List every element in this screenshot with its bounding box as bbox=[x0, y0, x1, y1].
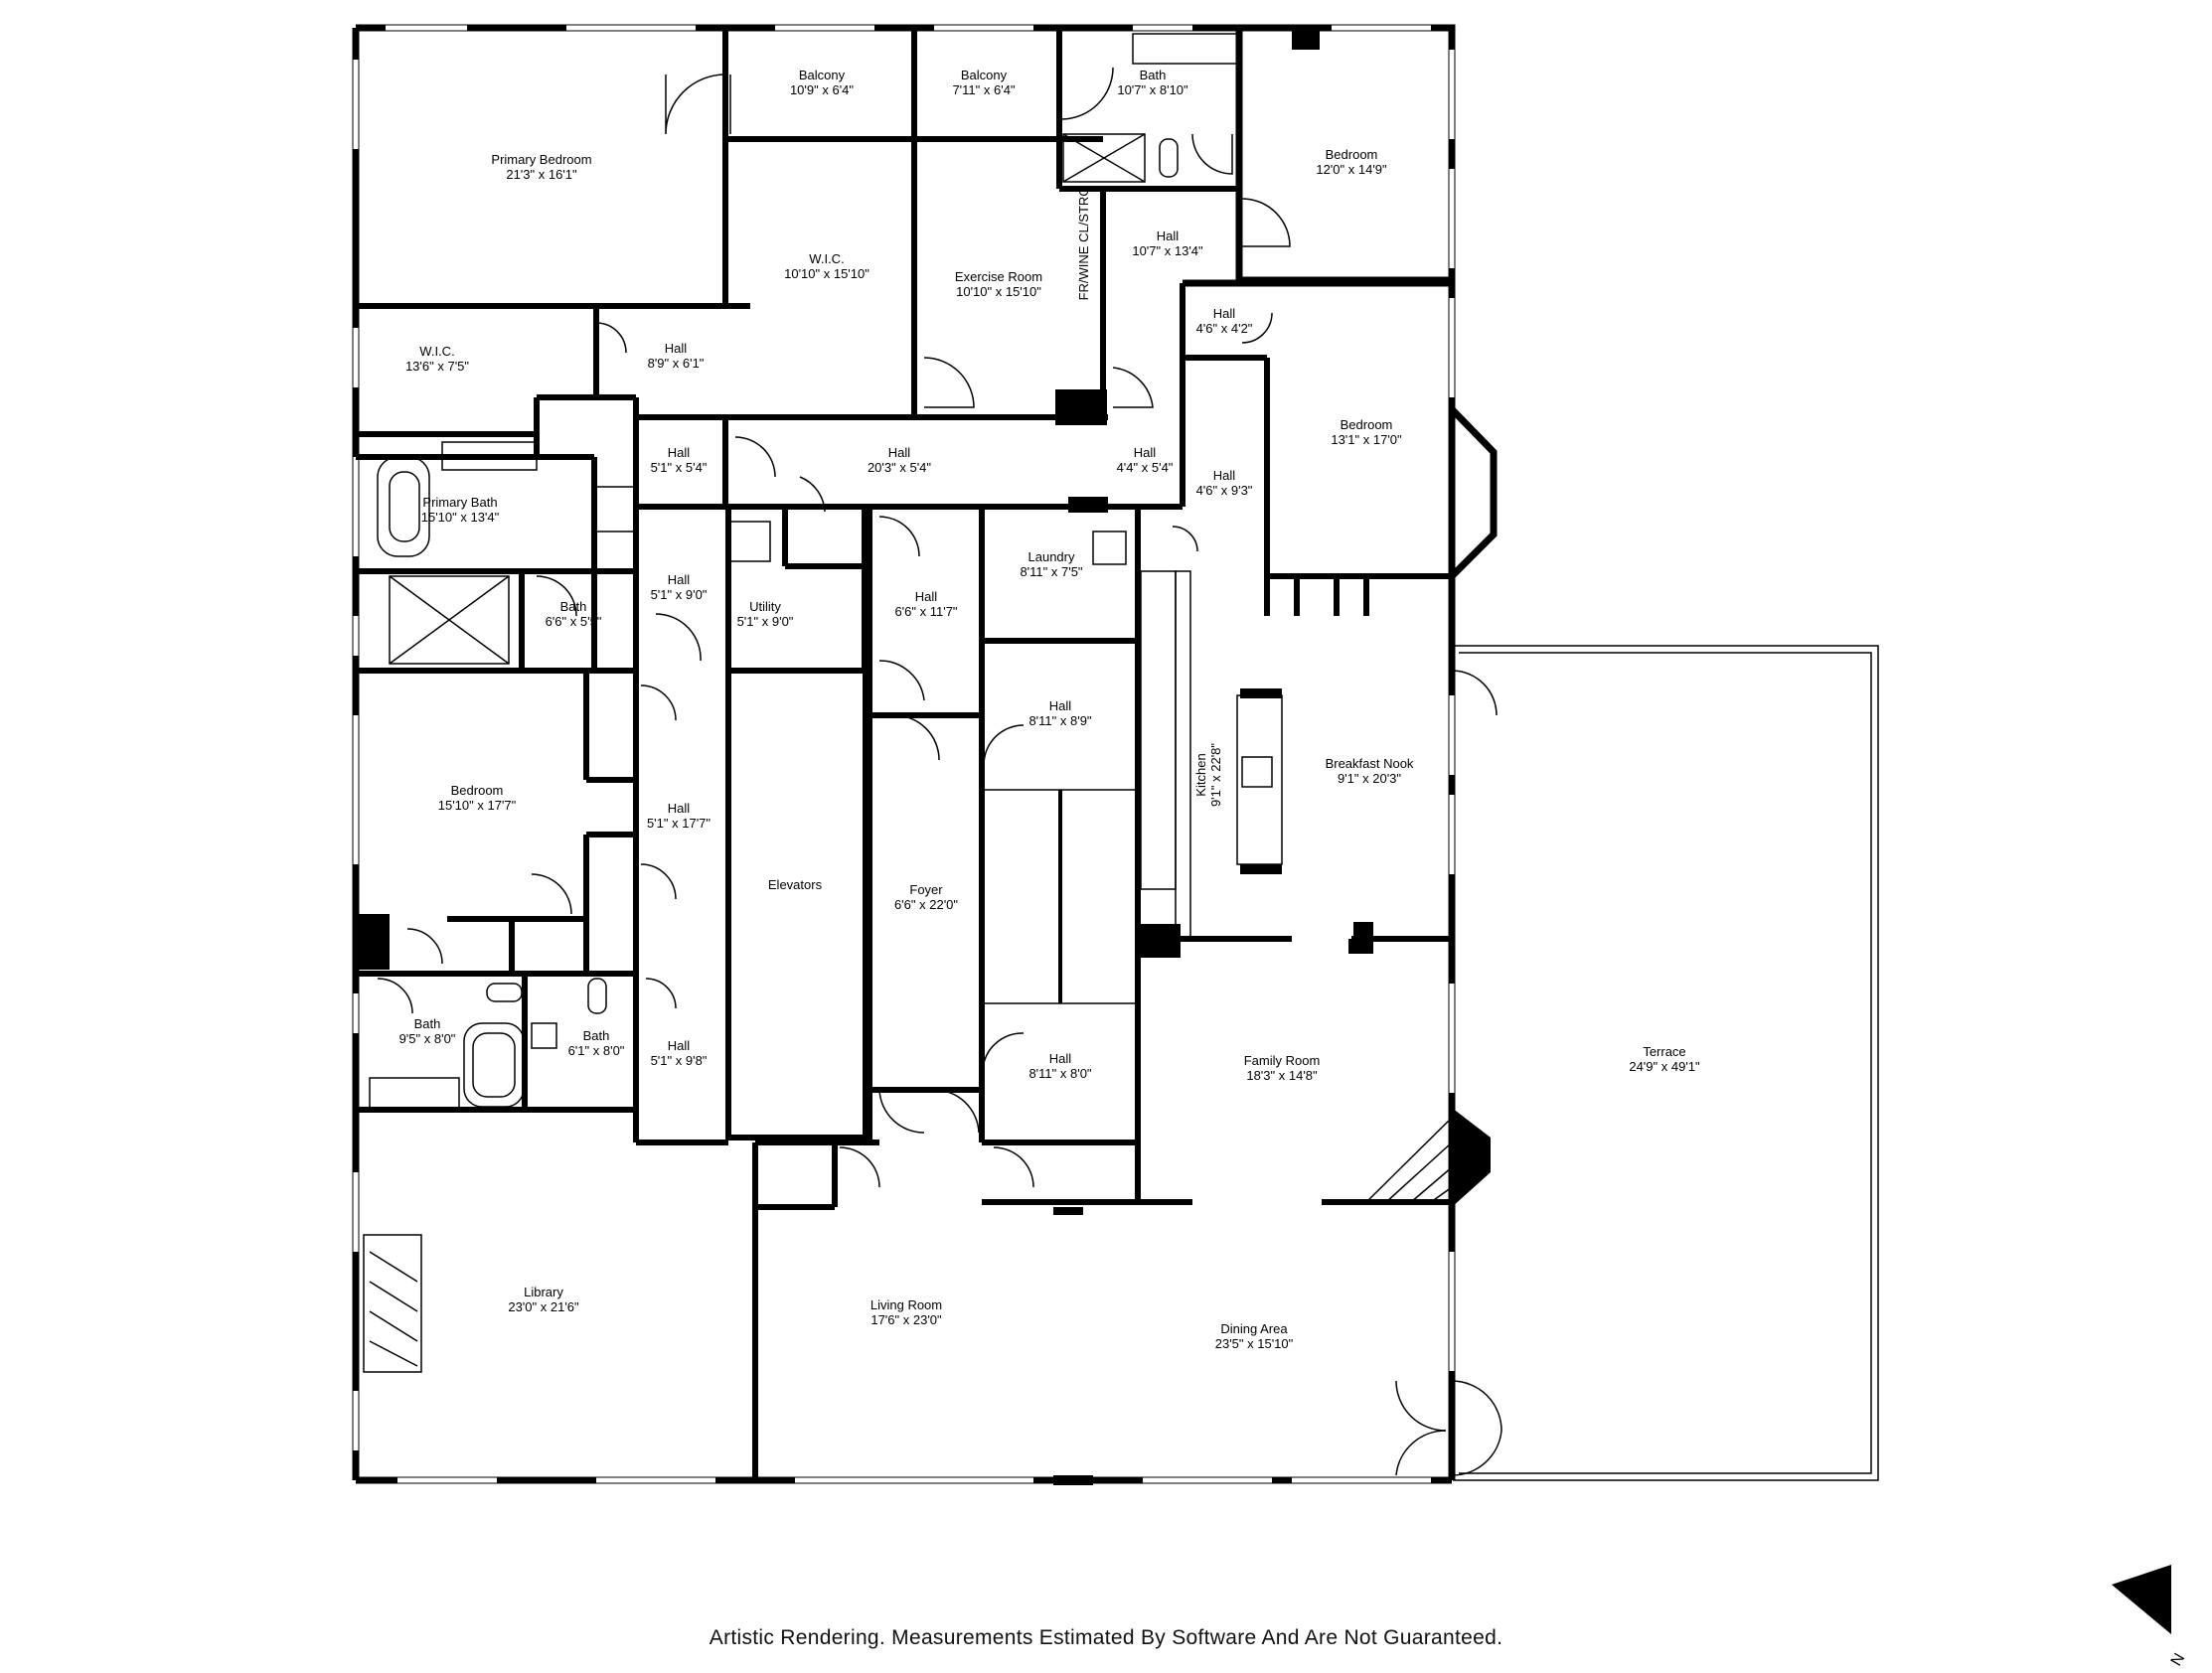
room-dims-bath-61: 6'1" x 8'0" bbox=[568, 1043, 625, 1058]
room-name-hall-51-177: Hall bbox=[668, 801, 691, 816]
terrace-outline bbox=[1453, 645, 1879, 1481]
room-dims-bath-95: 9'5" x 8'0" bbox=[399, 1031, 456, 1046]
room-name-hall-46-93: Hall bbox=[1213, 468, 1236, 483]
room-dims-wic-2: 13'6" x 7'5" bbox=[405, 359, 469, 374]
room-name-hall-long: Hall bbox=[888, 445, 911, 460]
room-name-hall-51-98: Hall bbox=[668, 1038, 691, 1053]
room-dims-hall-small: 4'6" x 4'2" bbox=[1196, 321, 1253, 336]
room-dims-bath-65: 6'6" x 5'5" bbox=[546, 614, 602, 629]
room-dims-hall-top: 10'7" x 13'4" bbox=[1132, 243, 1203, 258]
room-dims-foyer: 6'6" x 22'0" bbox=[894, 897, 958, 912]
room-dims-breakfast-nook: 9'1" x 20'3" bbox=[1338, 771, 1401, 786]
room-dims-bedroom-ne: 12'0" x 14'9" bbox=[1316, 162, 1387, 177]
room-name-hall-small: Hall bbox=[1213, 306, 1236, 321]
room-dims-hall-66: 6'6" x 11'7" bbox=[894, 604, 957, 619]
room-dims-living-room: 17'6" x 23'0" bbox=[870, 1312, 942, 1327]
room-dims-library: 23'0" x 21'6" bbox=[508, 1299, 579, 1314]
room-dims-kitchen: 9'1" x 22'8" bbox=[1208, 743, 1223, 807]
interior-walls bbox=[356, 28, 1452, 1480]
room-dims-hall-51-177: 5'1" x 17'7" bbox=[647, 816, 711, 831]
room-dims-balcony-2: 7'11" x 6'4" bbox=[952, 82, 1015, 97]
structural-columns bbox=[356, 28, 1491, 1485]
room-name-bath-65: Bath bbox=[560, 599, 587, 614]
room-dims-primary-bath: 15'10" x 13'4" bbox=[421, 510, 500, 525]
room-name-bedroom-west: Bedroom bbox=[451, 783, 504, 798]
room-dims-hall-long: 20'3" x 5'4" bbox=[868, 460, 931, 475]
north-label: N bbox=[2168, 1650, 2189, 1669]
room-name-bedroom-ne: Bedroom bbox=[1326, 147, 1378, 162]
room-name-exercise-room: Exercise Room bbox=[955, 269, 1042, 284]
room-dims-bedroom-west: 15'10" x 17'7" bbox=[438, 798, 517, 813]
room-name-bath-95: Bath bbox=[414, 1016, 441, 1031]
room-dims-bedroom-east: 13'1" x 17'0" bbox=[1331, 432, 1402, 447]
north-arrow-icon: N bbox=[2112, 1565, 2188, 1669]
room-name-balcony-1: Balcony bbox=[799, 68, 846, 82]
disclaimer-text: Artistic Rendering. Measurements Estimat… bbox=[709, 1626, 1503, 1649]
room-name-terrace: Terrace bbox=[1643, 1044, 1685, 1059]
room-name-elevators: Elevators bbox=[768, 877, 823, 892]
room-name-breakfast-nook: Breakfast Nook bbox=[1326, 756, 1414, 771]
room-dims-utility: 5'1" x 9'0" bbox=[737, 614, 794, 629]
room-name-hall-51-54: Hall bbox=[668, 445, 691, 460]
room-dims-exercise-room: 10'10" x 15'10" bbox=[956, 284, 1041, 299]
room-name-hall-89: Hall bbox=[665, 341, 688, 356]
room-name-family-room: Family Room bbox=[1244, 1053, 1321, 1068]
room-name-bath-61: Bath bbox=[583, 1028, 610, 1043]
room-dims-wic-1: 10'10" x 15'10" bbox=[784, 266, 869, 281]
room-name-laundry: Laundry bbox=[1028, 549, 1075, 564]
room-dims-hall-811-80: 8'11" x 8'0" bbox=[1028, 1066, 1091, 1081]
room-name-hall-811-89: Hall bbox=[1049, 698, 1072, 713]
room-name-dining-area: Dining Area bbox=[1220, 1321, 1288, 1336]
room-name-wic-1: W.I.C. bbox=[809, 251, 844, 266]
room-dims-hall-51-90: 5'1" x 9'0" bbox=[651, 587, 708, 602]
windows bbox=[353, 25, 1455, 1483]
room-name-hall-811-80: Hall bbox=[1049, 1051, 1072, 1066]
room-dims-family-room: 18'3" x 14'8" bbox=[1246, 1068, 1318, 1083]
room-name-bedroom-east: Bedroom bbox=[1341, 417, 1393, 432]
room-name-bath-top: Bath bbox=[1140, 68, 1167, 82]
room-dims-laundry: 8'11" x 7'5" bbox=[1020, 564, 1082, 579]
room-dims-hall-44: 4'4" x 5'4" bbox=[1117, 460, 1174, 475]
room-name-wine-storage: FR/WINE CL/STRG bbox=[1076, 187, 1091, 301]
room-dims-hall-51-98: 5'1" x 9'8" bbox=[651, 1053, 708, 1068]
room-name-utility: Utility bbox=[749, 599, 781, 614]
room-name-primary-bath: Primary Bath bbox=[422, 495, 497, 510]
room-name-library: Library bbox=[524, 1285, 563, 1299]
room-dims-primary-bedroom: 21'3" x 16'1" bbox=[506, 167, 577, 182]
room-name-wic-2: W.I.C. bbox=[419, 344, 454, 359]
room-name-hall-66: Hall bbox=[915, 589, 938, 604]
room-name-kitchen: Kitchen bbox=[1193, 753, 1208, 796]
room-name-foyer: Foyer bbox=[909, 882, 943, 897]
room-dims-terrace: 24'9" x 49'1" bbox=[1629, 1059, 1700, 1074]
room-dims-balcony-1: 10'9" x 6'4" bbox=[790, 82, 854, 97]
room-dims-hall-46-93: 4'6" x 9'3" bbox=[1196, 483, 1253, 498]
door-swings bbox=[377, 67, 1502, 1476]
room-name-primary-bedroom: Primary Bedroom bbox=[491, 152, 591, 167]
room-name-hall-top: Hall bbox=[1157, 228, 1180, 243]
room-name-balcony-2: Balcony bbox=[961, 68, 1008, 82]
room-dims-hall-811-89: 8'11" x 8'9" bbox=[1028, 713, 1091, 728]
room-name-living-room: Living Room bbox=[870, 1297, 942, 1312]
room-name-hall-51-90: Hall bbox=[668, 572, 691, 587]
room-dims-hall-51-54: 5'1" x 5'4" bbox=[651, 460, 708, 475]
room-dims-bath-top: 10'7" x 8'10" bbox=[1117, 82, 1188, 97]
room-dims-hall-89: 8'9" x 6'1" bbox=[648, 356, 705, 371]
room-dims-dining-area: 23'5" x 15'10" bbox=[1215, 1336, 1294, 1351]
exterior-walls bbox=[352, 24, 1498, 1484]
room-name-hall-44: Hall bbox=[1134, 445, 1157, 460]
